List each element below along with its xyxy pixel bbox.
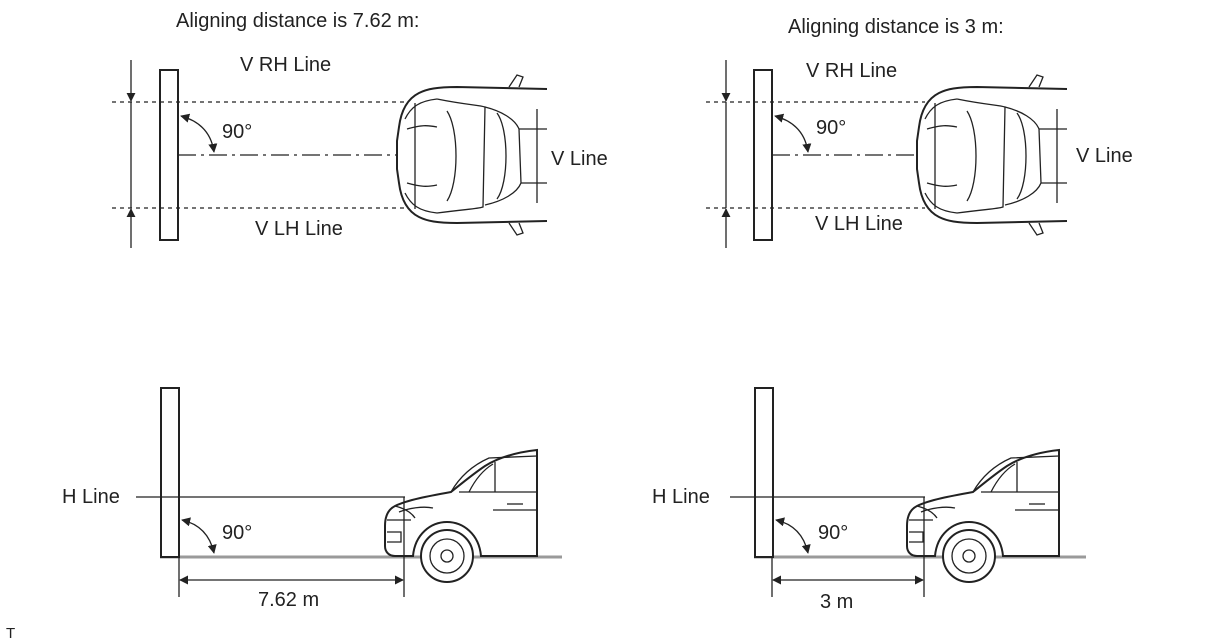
footer-mark: T: [6, 625, 15, 642]
car-top-view: [396, 74, 548, 236]
h-line-label: H Line: [62, 486, 120, 508]
panel-bottom-right: H Line 90° 3 m: [652, 387, 1086, 613]
right-angle-arc: [774, 113, 812, 153]
h-line-label: H Line: [652, 486, 710, 508]
distance-label: 3 m: [820, 591, 853, 613]
car-side-view: [384, 449, 538, 583]
v-rh-line-label: V RH Line: [240, 54, 331, 76]
angle-label: 90°: [222, 121, 252, 143]
aiming-screen: [753, 69, 773, 241]
v-lh-line-label: V LH Line: [255, 218, 343, 240]
aiming-screen: [160, 387, 180, 558]
angle-label: 90°: [818, 522, 848, 544]
v-lh-line-label: V LH Line: [815, 213, 903, 235]
angle-label: 90°: [222, 522, 252, 544]
panel-title: Aligning distance is 3 m:: [788, 16, 1004, 38]
panel-title: Aligning distance is 7.62 m:: [176, 10, 419, 32]
panel-top-right: Aligning distance is 3 m: 90° V RH Line …: [706, 16, 1133, 248]
v-line-label: V Line: [1076, 145, 1133, 167]
distance-label: 7.62 m: [258, 589, 319, 611]
right-angle-arc: [180, 113, 218, 153]
right-angle-arc: [181, 517, 217, 554]
aiming-screen: [159, 69, 179, 241]
v-line-label: V Line: [551, 148, 608, 170]
v-rh-line-label: V RH Line: [806, 60, 897, 82]
car-side-view: [906, 449, 1060, 583]
car-top-view: [916, 74, 1068, 236]
panel-top-left: Aligning distance is 7.62 m: 90° V RH Li…: [112, 10, 608, 248]
angle-label: 90°: [816, 117, 846, 139]
panel-bottom-left: H Line 90° 7.62 m: [62, 387, 562, 611]
aiming-screen: [754, 387, 774, 558]
right-angle-arc: [775, 517, 811, 554]
